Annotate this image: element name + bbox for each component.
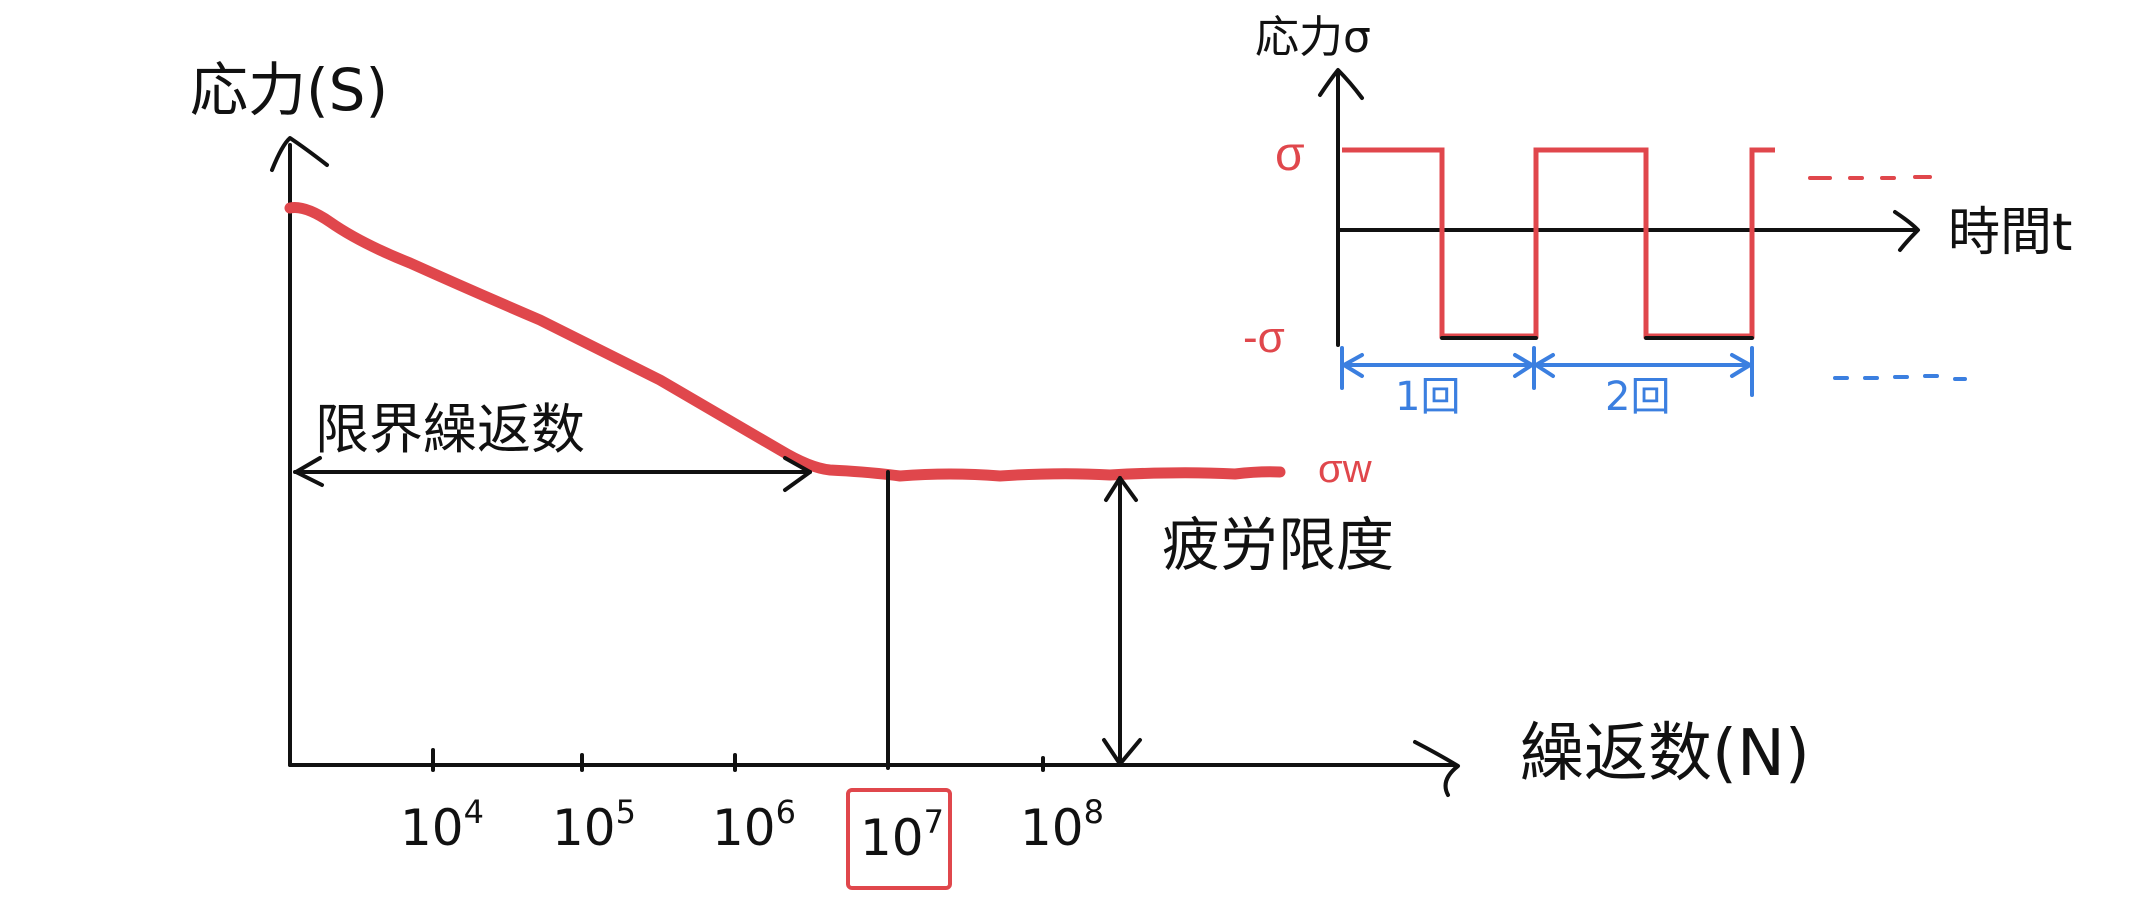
cycle1-label: 1回: [1395, 374, 1460, 420]
cycle-bracket-lines: [1340, 346, 1754, 397]
tick-highlight-box: [846, 788, 952, 890]
sn-y-axis-label: 応力(S): [190, 56, 388, 124]
fatigue-limit-label: 疲労限度: [1162, 511, 1394, 579]
sn-diagram: 応力(S) 繰返数(N) 104 105 106 107: [190, 56, 1810, 890]
sn-curve: [284, 202, 1286, 482]
cycle-continuation: [1833, 374, 1967, 381]
tick-label-1e4: 104: [400, 793, 484, 857]
endurance-limit-symbol: σw: [1318, 447, 1372, 491]
tick-label-1e6: 106: [712, 793, 796, 857]
sn-x-axis-arrowhead: [1413, 740, 1460, 797]
limit-cycles-arrow-right-head: [783, 456, 812, 492]
fatigue-limit-arrow-top-head: [1104, 476, 1138, 502]
wave-y-axis-label: 応力σ: [1255, 12, 1371, 63]
wave-minus-level-label: -σ: [1243, 313, 1285, 362]
tick-label-1e7: 107: [860, 803, 944, 867]
sn-x-axis-label: 繰返数(N): [1520, 717, 1810, 791]
tick-label-1e8: 108: [1020, 793, 1104, 857]
square-wave: [1342, 147, 1775, 339]
sn-tick-labels: 104 105 106 107 108: [400, 788, 1104, 890]
wave-time-axis-arrowhead: [1893, 210, 1920, 252]
wave-plus-level-label: σ: [1275, 128, 1305, 181]
tick-label-1e5: 105: [552, 793, 636, 857]
wave-time-axis-label: 時間t: [1948, 203, 2072, 263]
sn-tick-marks: [431, 748, 1045, 772]
cycle2-label: 2回: [1605, 374, 1670, 420]
limit-cycles-arrow-left-head: [294, 456, 324, 487]
square-wave-continuation: [1808, 175, 1932, 180]
cycle-brackets: 1回 2回: [1340, 346, 1967, 420]
wave-y-axis-arrowhead: [1318, 68, 1364, 100]
stress-waveform: 応力σ 時間t σ -σ 1回 2回: [1243, 12, 2072, 420]
limit-cycles-label: 限界繰返数: [315, 398, 585, 461]
fatigue-limit-arrow-bottom-head: [1102, 738, 1142, 766]
cycle-bracket-heads: [1342, 353, 1752, 378]
sn-y-axis-arrowhead: [270, 136, 329, 172]
